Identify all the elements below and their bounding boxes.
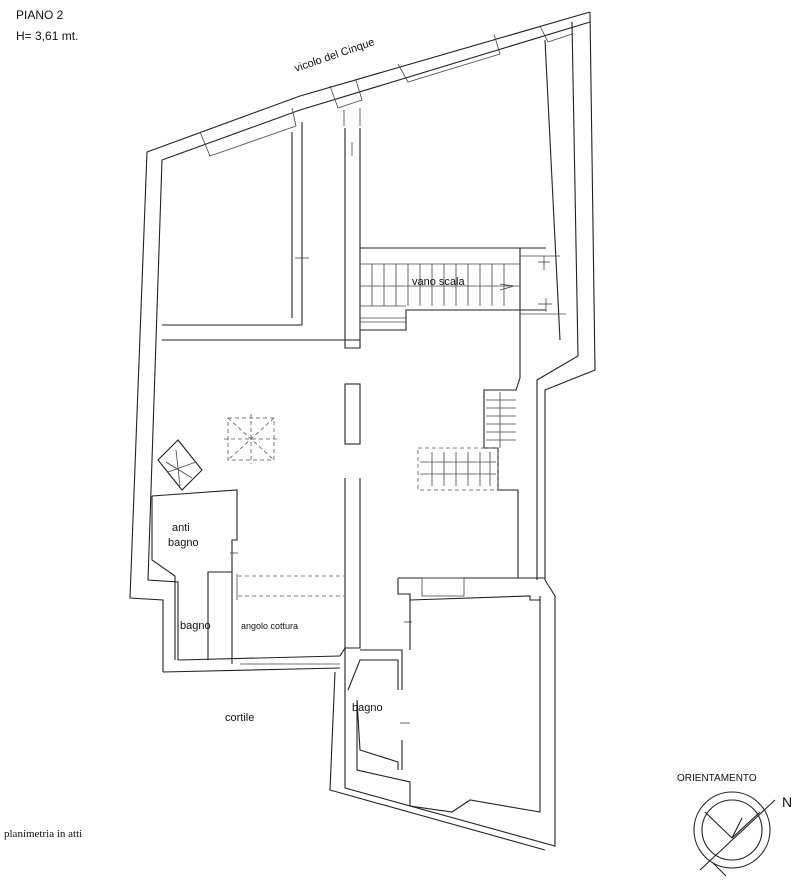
bagno-left-label: bagno — [180, 620, 211, 632]
angolo-cottura-label: angolo cottura — [241, 621, 298, 631]
courtyard-label: cortile — [225, 712, 254, 724]
orientation-title: ORIENTAMENTO — [677, 773, 757, 784]
north-label: N — [782, 794, 792, 810]
stair-well-label: vano scala — [412, 276, 465, 288]
floor-label: PIANO 2 — [16, 8, 64, 22]
height-label: H= 3,61 mt. — [16, 29, 78, 43]
anti-bagno-label-line1: anti — [172, 522, 190, 534]
window-recesses — [199, 25, 573, 157]
footer-note: planimetria in atti — [4, 828, 82, 840]
street-label: vicolo del Cinque — [293, 36, 376, 75]
skylight — [224, 414, 278, 464]
anti-bagno-label-line2: bagno — [168, 537, 199, 549]
chimney — [157, 439, 203, 491]
outer-walls — [129, 11, 596, 851]
kitchen-counter — [236, 574, 344, 665]
main-stair — [360, 255, 566, 323]
compass-icon — [693, 791, 776, 877]
small-stair — [417, 392, 516, 491]
interior-walls — [151, 122, 546, 770]
bagno-right-label: bagno — [352, 702, 383, 714]
